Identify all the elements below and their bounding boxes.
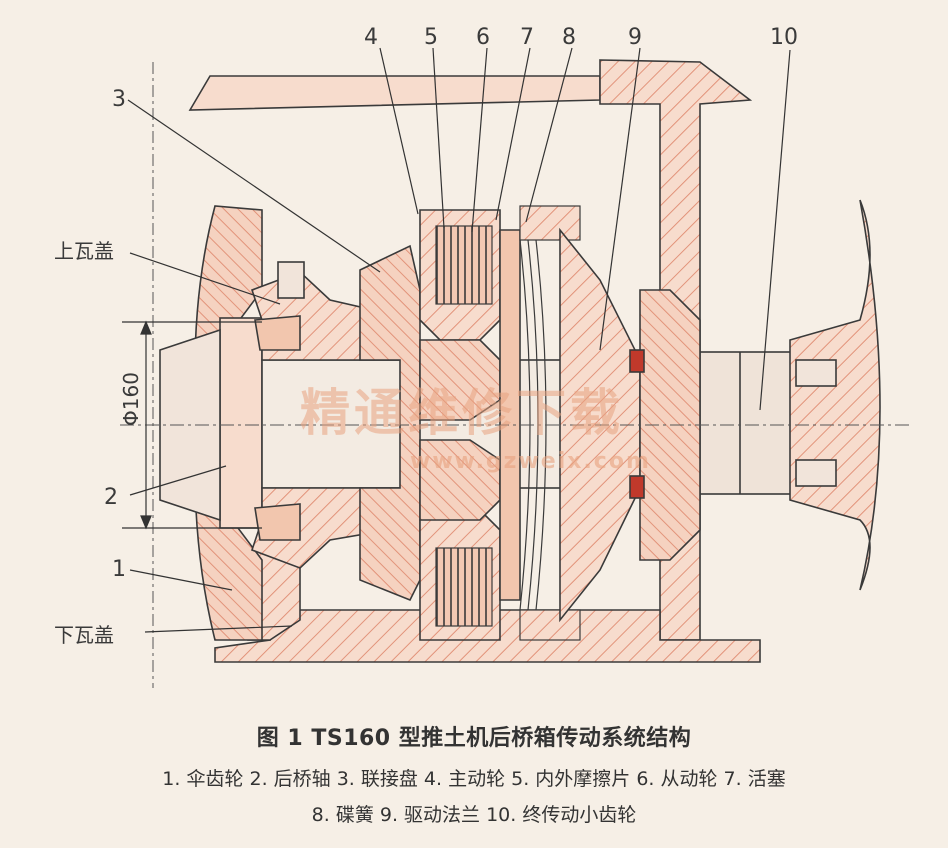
leader-lines — [127, 47, 791, 633]
piston — [499, 229, 521, 601]
final-drive-pinion-housing — [789, 199, 881, 591]
callout-1: 1 — [112, 557, 126, 582]
watermark-url: www.gzweix.com — [410, 449, 651, 474]
figure-caption-title: 图 1 TS160 型推土机后桥箱传动系统结构 — [256, 726, 692, 751]
disc-spring — [519, 205, 581, 641]
diameter-dimension — [122, 320, 262, 530]
callout-5: 5 — [424, 25, 438, 50]
callout-2: 2 — [104, 485, 118, 510]
callout-4: 4 — [364, 25, 378, 50]
callout-9: 9 — [628, 25, 642, 50]
callout-3: 3 — [112, 87, 126, 112]
bevel-gear-flange — [159, 205, 263, 641]
figure-legend-line-1: 1. 伞齿轮 2. 后桥轴 3. 联接盘 4. 主动轮 5. 内外摩擦片 6. … — [162, 768, 786, 790]
callout-upper-cover: 上瓦盖 — [54, 239, 114, 263]
coupling-disc — [359, 244, 421, 602]
diameter-label: Φ160 — [119, 372, 143, 426]
callout-7: 7 — [520, 25, 534, 50]
callout-lower-cover: 下瓦盖 — [54, 623, 114, 647]
driven-wheel — [419, 339, 501, 521]
figure-legend-line-2: 8. 碟簧 9. 驱动法兰 10. 终传动小齿轮 — [311, 804, 637, 826]
callout-10: 10 — [770, 25, 798, 50]
transmission-cross-section-drawing: Φ160 3 4 5 6 7 8 9 10 2 1 上瓦盖 下瓦盖 精通维修下载… — [54, 25, 910, 688]
watermark-main: 精通维修下载 — [300, 384, 624, 442]
friction-discs — [435, 225, 493, 627]
callout-6: 6 — [476, 25, 490, 50]
callout-8: 8 — [562, 25, 576, 50]
